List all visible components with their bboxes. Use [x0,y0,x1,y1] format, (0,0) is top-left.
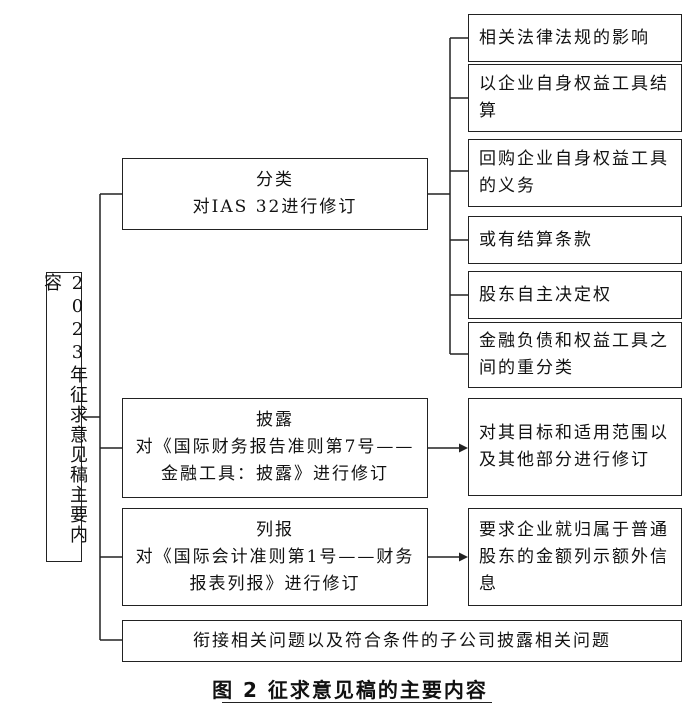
leaf-contingent-settlement: 或有结算条款 [468,216,682,264]
branch-classification-subtitle: 对IAS 32进行修订 [192,197,358,217]
branch-presentation-title: 列报 [256,520,294,540]
root-node: 2023年征求意见稿主要内容 [41,272,88,562]
leaf-repurchase-obligation: 回购企业自身权益工具的义务 [468,139,682,207]
branch-disclosure-subtitle: 对《国际财务报告准则第7号——金融工具：披露》进行修订 [135,437,415,484]
leaf-legal-impact: 相关法律法规的影响 [468,14,682,62]
leaf-disclosure-scope: 对其目标和适用范围以及其他部分进行修订 [468,398,682,496]
branch-classification: 分类 对IAS 32进行修订 [122,158,428,230]
branch-presentation-subtitle: 对《国际会计准则第1号——财务报表列报》进行修订 [135,547,415,594]
branch-disclosure-title: 披露 [256,410,294,430]
branch-transition-issues: 衔接相关问题以及符合条件的子公司披露相关问题 [122,620,682,662]
leaf-own-equity-settlement: 以企业自身权益工具结算 [468,64,682,132]
figure-caption: 图 2 征求意见稿的主要内容 [212,678,488,702]
root-label: 2023年征求意见稿主要内容 [41,273,88,545]
leaf-shareholder-discretion: 股东自主决定权 [468,271,682,319]
leaf-reclassification: 金融负债和权益工具之间的重分类 [468,322,682,388]
branch-disclosure: 披露 对《国际财务报告准则第7号——金融工具：披露》进行修订 [122,398,428,498]
branch-classification-title: 分类 [256,170,294,190]
leaf-presentation-info: 要求企业就归属于普通股东的金额列示额外信息 [468,508,682,606]
branch-presentation: 列报 对《国际会计准则第1号——财务报表列报》进行修订 [122,508,428,606]
caption-underline [222,702,492,703]
